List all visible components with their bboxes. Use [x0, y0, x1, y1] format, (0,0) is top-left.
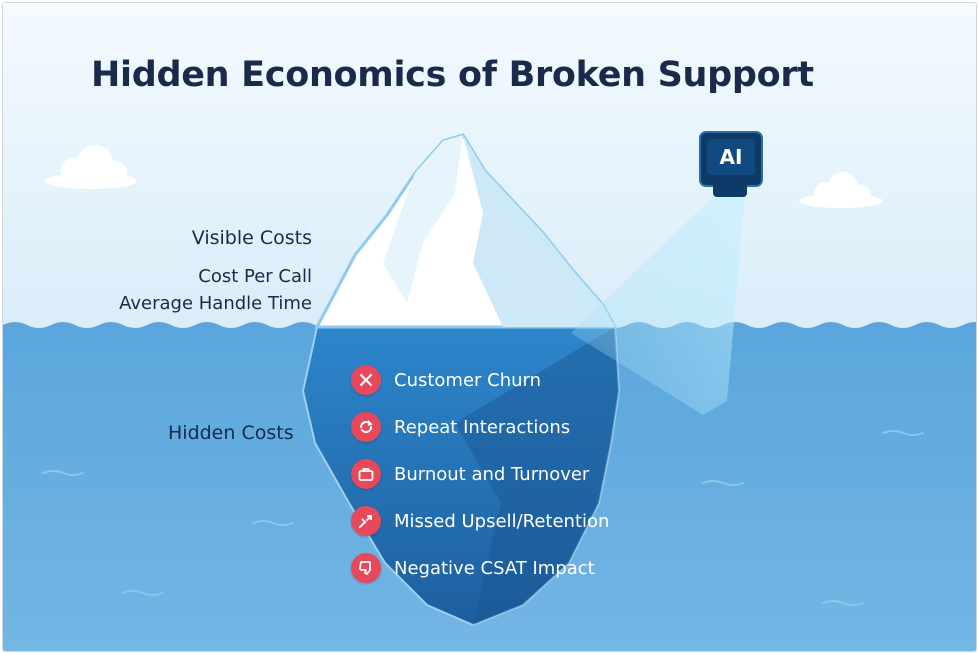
ai-badge-label: AI	[719, 145, 743, 169]
visible-costs-heading: Visible Costs	[191, 227, 312, 249]
ai-light-beam	[571, 195, 745, 415]
page-title: Hidden Economics of Broken Support	[91, 55, 814, 95]
hidden-cost-label: Burnout and Turnover	[394, 463, 590, 485]
visible-cost-item: Average Handle Time	[119, 293, 312, 314]
hidden-cost-item: Burnout and Turnover	[351, 459, 589, 489]
hidden-cost-label: Customer Churn	[394, 369, 542, 391]
hidden-cost-item: Negative CSAT Impact	[351, 553, 595, 583]
iceberg-underwater-shade	[455, 327, 619, 625]
hidden-cost-label: Missed Upsell/Retention	[394, 510, 610, 532]
ai-screen: AI	[707, 139, 755, 175]
iceberg-underwater	[301, 326, 621, 627]
briefcase-icon	[351, 459, 381, 489]
x-mark-icon	[351, 365, 381, 395]
cloud-right-icon	[799, 172, 883, 208]
hidden-cost-label: Repeat Interactions	[394, 416, 571, 438]
hidden-cost-item: Repeat Interactions	[351, 412, 570, 442]
iceberg-scene	[3, 3, 976, 651]
ai-projector-icon: AI	[699, 131, 763, 187]
visible-cost-item: Cost Per Call	[198, 266, 312, 287]
hidden-cost-item: Missed Upsell/Retention	[351, 506, 609, 536]
iceberg-tip-highlight	[383, 135, 463, 303]
iceberg-tip-shade	[463, 135, 615, 327]
thumbs-down-icon	[351, 553, 381, 583]
cloud-left-icon	[45, 145, 137, 189]
hidden-cost-item: Customer Churn	[351, 365, 541, 395]
ai-projector-lens	[713, 185, 747, 197]
hidden-cost-label: Negative CSAT Impact	[394, 557, 595, 579]
refresh-icon	[351, 412, 381, 442]
broken-arrow-icon	[351, 506, 381, 536]
water-ripples	[42, 430, 924, 606]
hidden-costs-heading: Hidden Costs	[168, 422, 294, 444]
